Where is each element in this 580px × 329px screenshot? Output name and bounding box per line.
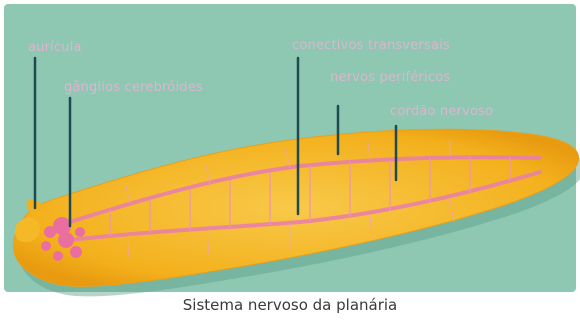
label-nervos-perifericos: nervos periféricos — [330, 70, 450, 85]
label-cordao-nervoso: cordão nervoso — [390, 104, 493, 119]
label-auricula: aurícula — [28, 40, 82, 55]
figure-caption: Sistema nervoso da planária — [0, 296, 580, 314]
label-conectivos-transversais: conectivos transversais — [292, 38, 450, 53]
label-ganglios-cerebroides: gânglios cerebróides — [64, 80, 203, 95]
